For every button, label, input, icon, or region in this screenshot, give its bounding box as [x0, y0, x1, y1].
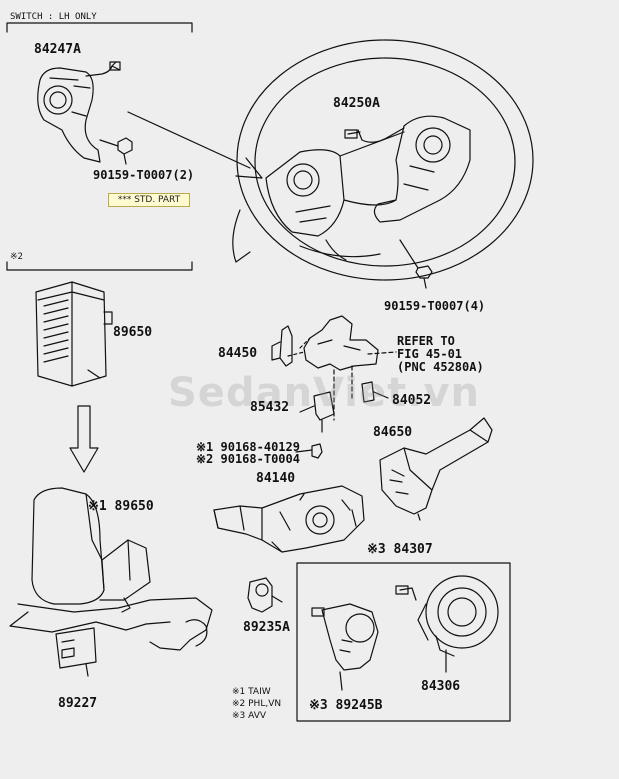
part-label-84307[interactable]: ※3 84307: [367, 542, 433, 557]
watermark: SedanViet.vn: [168, 370, 480, 416]
part-label-85432[interactable]: 85432: [250, 400, 290, 415]
arrow-to-wheel: [127, 111, 263, 179]
part-label-84650[interactable]: 84650: [373, 425, 413, 440]
screw-90159-left-part: [99, 137, 133, 165]
part-84052-part: [361, 381, 389, 403]
refer-line-2[interactable]: FIG 45-01: [397, 347, 463, 361]
assembly-84307-box: [296, 562, 511, 722]
part-label-84306[interactable]: 84306: [421, 679, 461, 694]
part-label-89227[interactable]: 89227: [58, 696, 98, 711]
part-label-90168-40129[interactable]: ※1 90168-40129: [196, 440, 300, 454]
legend-item-phl-vn: ※2 PHL,VN: [232, 699, 282, 709]
region-legend: ※1 TAIW ※2 PHL,VN ※3 AVV: [232, 686, 281, 722]
switch-84140-part: [213, 485, 365, 553]
part-label-90159-t0007-4[interactable]: 90159-T0007(4): [384, 299, 486, 313]
part-label-84052[interactable]: 84052: [392, 393, 432, 408]
part-label-84140[interactable]: 84140: [256, 471, 296, 486]
screw-90168-part: [295, 443, 323, 459]
spiral-cable-84306-part: [395, 575, 499, 673]
switch-lh-only-note: SWITCH : LH ONLY: [10, 12, 97, 22]
part-label-84247a[interactable]: 84247A: [34, 42, 81, 57]
section-2-mark: ※2: [10, 252, 23, 262]
part-label-89650[interactable]: 89650: [113, 325, 153, 340]
legend-item-avv: ※3 AVV: [232, 711, 267, 721]
sensor-89245b-part: [311, 603, 379, 691]
ecu-89650-part: [35, 281, 113, 387]
part-label-90168-t0004[interactable]: ※2 90168-T0004: [196, 452, 300, 466]
part-label-89650-installed[interactable]: ※1 89650: [88, 499, 154, 514]
switch-84650-part: [379, 417, 493, 521]
switch-85432-part: [299, 391, 335, 433]
switch-84247a-part: [37, 61, 121, 163]
std-part-badge: *** STD. PART: [108, 193, 190, 207]
part-label-90159-t0007-2[interactable]: 90159-T0007(2): [93, 168, 195, 182]
legend-item-taiw: ※1 TAIW: [232, 687, 271, 697]
part-label-89245b[interactable]: ※3 89245B: [309, 698, 383, 713]
sensor-89235a-part: [247, 577, 283, 613]
down-arrow: [69, 405, 99, 473]
part-label-84250a[interactable]: 84250A: [333, 96, 380, 111]
refer-line-3: (PNC 45280A): [397, 360, 484, 374]
part-label-84450[interactable]: 84450: [218, 346, 258, 361]
refer-line-1: REFER TO: [397, 334, 455, 348]
part-label-89235a[interactable]: 89235A: [243, 620, 290, 635]
steering-wheel-part: [232, 39, 534, 289]
seat-assembly-part: [9, 487, 213, 677]
